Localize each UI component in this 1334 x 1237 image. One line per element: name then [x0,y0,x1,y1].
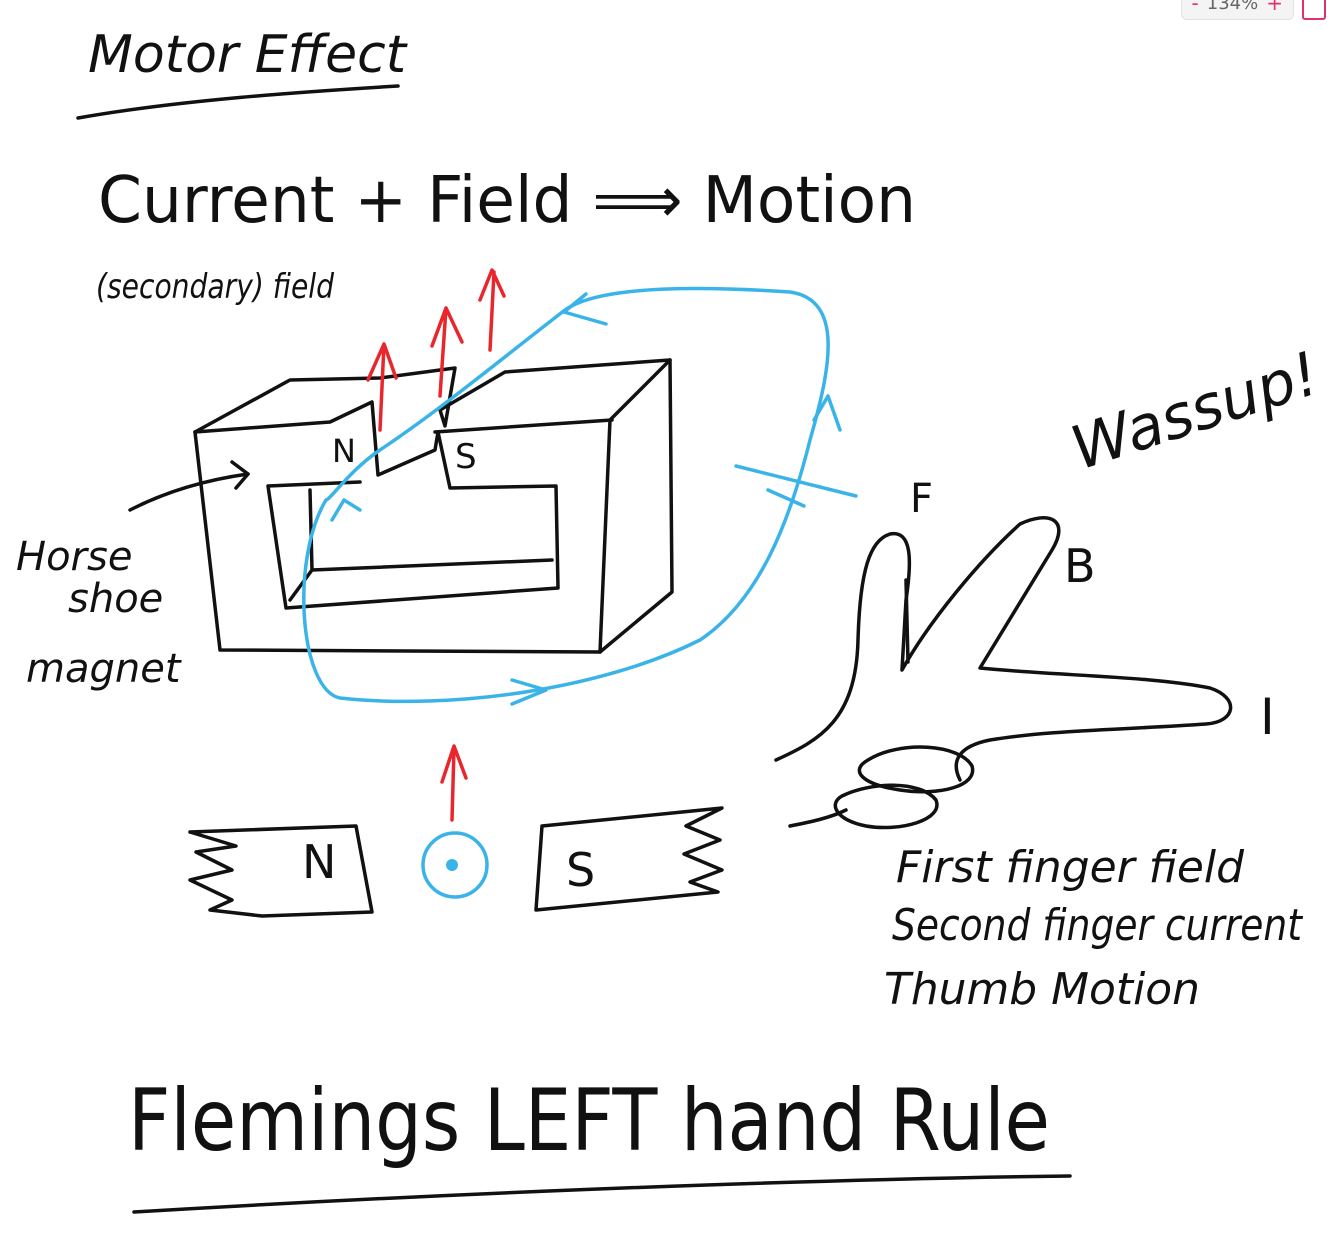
north-pole-label: N [332,432,356,470]
finger-f-label: F [910,476,933,522]
wire-cross-section [421,831,489,899]
page-icon[interactable] [1302,0,1326,20]
finger-i-label: I [1260,688,1275,746]
rule-explanation: First finger field Second finger current… [884,842,1307,1015]
zoom-out-button[interactable]: - [1191,0,1199,15]
title-underline [76,84,400,120]
zoom-level: 134% [1206,0,1259,14]
magnet-label-line3: magnet [26,646,182,692]
bottom-north-label: N [302,835,336,889]
bottom-south-label: S [566,843,595,897]
wassup-text: Wassup! [1063,339,1328,485]
magnet-label-line1: Horse [16,534,132,580]
finger-b-label: B [1064,539,1096,593]
magnet-label: Horse shoe magnet [16,534,182,692]
current-out-of-page-dot [446,859,458,871]
rule-line-3: Thumb Motion [884,964,1200,1015]
magnet-pointer-arrow [128,472,250,512]
rule-title-text: Flemings LEFT hand Rule [128,1071,1050,1171]
current-loop [302,286,858,706]
pole-diagram: N S [188,744,724,918]
title-text: Motor Effect [88,25,408,85]
rule-line-2: Second finger current [892,900,1303,951]
rule-line-1: First finger field [896,842,1245,893]
rule-title-underline [132,1174,1072,1214]
magnet-label-line2: shoe [68,576,163,622]
magnet-pointer-arrowhead [230,460,250,490]
horseshoe-magnet: N S [193,358,674,654]
south-pole-label: S [455,437,477,477]
force-arrow [440,744,468,822]
zoom-in-button[interactable]: + [1266,0,1283,15]
motion-arrows [366,268,506,432]
secondary-field-text: (secondary) field [96,267,334,307]
equation-text: Current + Field ⟹ Motion [98,164,916,238]
left-hand-drawing: F B I [774,476,1275,830]
zoom-control: - 134% + [1180,0,1294,20]
